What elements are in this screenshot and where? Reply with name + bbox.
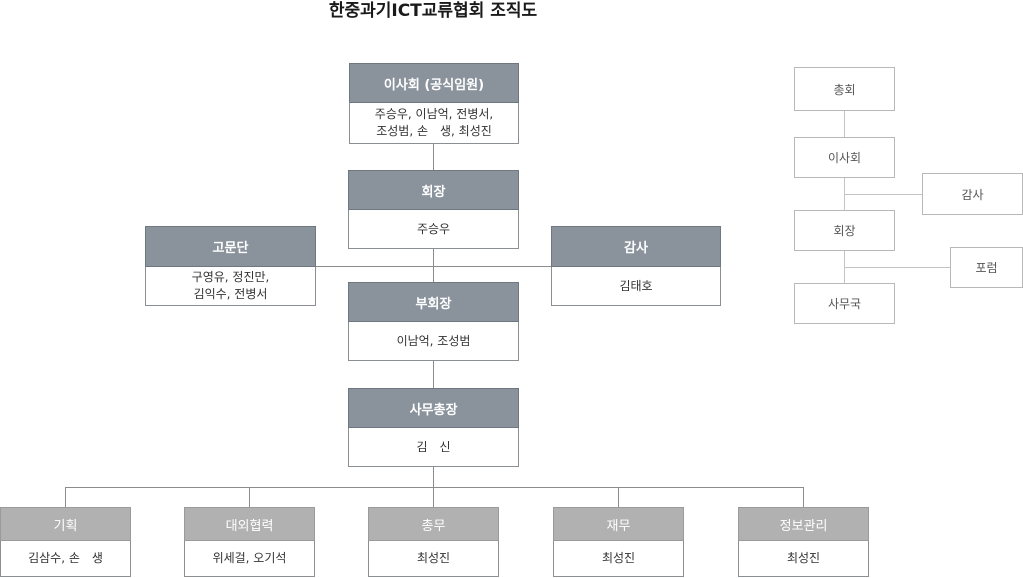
dept-members: 김삼수, 손 생 bbox=[0, 541, 131, 577]
summary-connector-auditor bbox=[844, 194, 923, 195]
connector-dept-bus bbox=[65, 487, 803, 488]
vice-president-header: 부회장 bbox=[348, 282, 519, 322]
board-members-line1: 주승우, 이남억, 전병서, bbox=[374, 107, 494, 121]
dept-members: 최성진 bbox=[553, 541, 684, 577]
connector-vice-secretary bbox=[433, 361, 434, 388]
secretary-general-members: 김 신 bbox=[348, 428, 519, 467]
connector-dept-3 bbox=[433, 487, 434, 507]
connector-board-president bbox=[433, 144, 434, 170]
connector-dept-5 bbox=[803, 487, 804, 507]
dept-external-node: 대외협력 위세걸, 오기석 bbox=[184, 507, 315, 577]
summary-forum: 포럼 bbox=[950, 247, 1023, 288]
advisors-members-line2: 김익수, 전병서 bbox=[193, 287, 268, 301]
dept-header: 재무 bbox=[553, 507, 684, 541]
connector-president-vice bbox=[433, 249, 434, 282]
dept-members: 최성진 bbox=[738, 541, 869, 577]
connector-dept-2 bbox=[249, 487, 250, 507]
president-members: 주승우 bbox=[348, 210, 519, 249]
dept-members: 최성진 bbox=[368, 541, 499, 577]
summary-connector-forum bbox=[844, 267, 951, 268]
president-node: 회장 주승우 bbox=[348, 170, 519, 249]
vice-president-members: 이남억, 조성범 bbox=[348, 322, 519, 361]
auditor-node: 감사 김태호 bbox=[551, 226, 721, 306]
secretary-general-header: 사무총장 bbox=[348, 388, 519, 428]
connector-dept-4 bbox=[618, 487, 619, 507]
dept-header: 총무 bbox=[368, 507, 499, 541]
connector-dept-1 bbox=[65, 487, 66, 507]
advisors-node: 고문단 구영유, 정진만, 김익수, 전병서 bbox=[145, 226, 316, 306]
dept-finance-node: 재무 최성진 bbox=[553, 507, 684, 577]
connector-secretary-trunk bbox=[433, 467, 434, 487]
summary-president: 회장 bbox=[794, 210, 895, 251]
board-header: 이사회 (공식임원) bbox=[349, 63, 519, 103]
summary-general-assembly: 총회 bbox=[794, 67, 895, 111]
board-node: 이사회 (공식임원) 주승우, 이남억, 전병서, 조성범, 손 생, 최성진 bbox=[349, 63, 519, 144]
auditor-members: 김태호 bbox=[551, 267, 721, 306]
president-header: 회장 bbox=[348, 170, 519, 210]
dept-planning-node: 기획 김삼수, 손 생 bbox=[0, 507, 131, 577]
summary-connector-trunk bbox=[844, 110, 845, 284]
page-title: 한중과기ICT교류협회 조직도 bbox=[328, 1, 538, 21]
vice-president-node: 부회장 이남억, 조성범 bbox=[348, 282, 519, 361]
advisors-header: 고문단 bbox=[145, 226, 316, 267]
advisors-members-line1: 구영유, 정진만, bbox=[191, 270, 270, 284]
dept-members: 위세걸, 오기석 bbox=[184, 541, 315, 577]
secretary-general-node: 사무총장 김 신 bbox=[348, 388, 519, 467]
dept-general-affairs-node: 총무 최성진 bbox=[368, 507, 499, 577]
dept-header: 대외협력 bbox=[184, 507, 315, 541]
advisors-members: 구영유, 정진만, 김익수, 전병서 bbox=[145, 267, 316, 306]
auditor-header: 감사 bbox=[551, 226, 721, 267]
dept-info-mgmt-node: 정보관리 최성진 bbox=[738, 507, 869, 577]
dept-header: 정보관리 bbox=[738, 507, 869, 541]
summary-secretariat: 사무국 bbox=[794, 283, 895, 324]
dept-header: 기획 bbox=[0, 507, 131, 541]
connector-advisors-auditor bbox=[315, 266, 552, 267]
board-members: 주승우, 이남억, 전병서, 조성범, 손 생, 최성진 bbox=[349, 103, 519, 144]
board-members-line2: 조성범, 손 생, 최성진 bbox=[376, 124, 492, 138]
summary-auditor: 감사 bbox=[922, 173, 1023, 215]
summary-board: 이사회 bbox=[794, 137, 895, 178]
